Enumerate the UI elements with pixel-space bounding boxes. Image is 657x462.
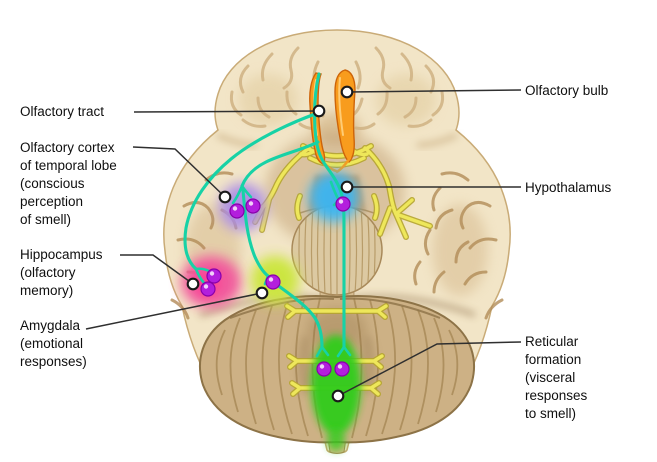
neuron-dots: [200, 196, 351, 377]
label-olfactory-tract: Olfactory tract: [20, 104, 105, 119]
neuron-dot: [206, 268, 222, 284]
leader-markers: [186, 85, 354, 403]
neuron-dot: [335, 196, 351, 212]
label-hippocampus: Hippocampus (olfactory memory): [20, 247, 103, 298]
marker-hippocampus: [186, 277, 200, 291]
neuron-dot: [316, 361, 332, 377]
highlight-reticular-formation: [311, 335, 361, 435]
label-amygdala: Amygdala (emotional responses): [20, 318, 87, 369]
label-hypothalamus: Hypothalamus: [525, 180, 612, 195]
neuron-dot: [245, 198, 261, 214]
gyri-texture: [170, 46, 504, 320]
neuron-dot: [334, 361, 350, 377]
label-olfactory-cortex: Olfactory cortex of temporal lobe (consc…: [20, 140, 117, 227]
marker-hypothalamus: [340, 180, 354, 194]
marker-olfactory-cortex: [218, 190, 232, 204]
label-reticular-formation: Reticular formation (visceral responses …: [525, 334, 588, 421]
neuron-dot: [265, 274, 281, 290]
neuron-dot: [200, 281, 216, 297]
marker-reticular-formation: [331, 389, 345, 403]
neuron-dot: [229, 203, 245, 219]
marker-amygdala: [255, 286, 269, 300]
label-olfactory-bulb: Olfactory bulb: [525, 83, 609, 98]
leader-lines: [85, 89, 522, 397]
marker-olfactory-bulb: [340, 85, 354, 99]
marker-olfactory-tract: [312, 104, 326, 118]
